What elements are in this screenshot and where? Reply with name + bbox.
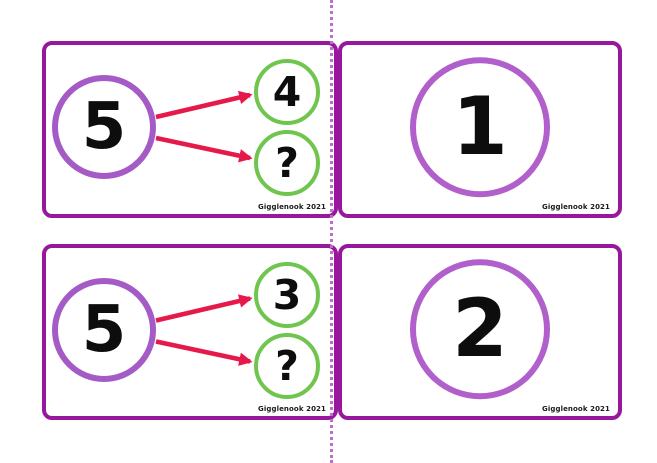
answer-number: 2 xyxy=(452,282,508,376)
attribution-text: Gigglenook 2021 xyxy=(542,405,610,413)
arrow-to-part-bottom xyxy=(155,135,253,163)
arrow-to-part-top xyxy=(155,90,253,120)
whole-number-circle: 5 xyxy=(52,75,156,179)
number-circle: 2 xyxy=(410,259,550,400)
flashcard-answer-2: 2 Gigglenook 2021 xyxy=(338,244,622,420)
whole-number-circle: 5 xyxy=(52,278,156,382)
flashcard-answer-1: 1 Gigglenook 2021 xyxy=(338,41,622,218)
number-circle: 1 xyxy=(410,56,550,197)
attribution-text: Gigglenook 2021 xyxy=(258,405,326,413)
flashcard-bond-5-4: 5 4 ? Gigglenook 2021 xyxy=(42,41,338,218)
arrow-to-part-bottom xyxy=(155,339,253,366)
part-number-circle: 4 xyxy=(254,59,320,125)
attribution-text: Gigglenook 2021 xyxy=(258,203,326,211)
answer-number: 1 xyxy=(452,79,508,173)
part-number: ? xyxy=(275,138,299,187)
cut-line xyxy=(330,0,333,463)
whole-number: 5 xyxy=(81,293,127,367)
part-number-circle: ? xyxy=(254,333,320,399)
flashcard-bond-5-3: 5 3 ? Gigglenook 2021 xyxy=(42,244,338,420)
part-number: 4 xyxy=(272,67,302,116)
part-number: 3 xyxy=(272,270,302,319)
part-number: ? xyxy=(275,341,299,390)
part-number-circle: 3 xyxy=(254,262,320,328)
part-number-circle: ? xyxy=(254,130,320,196)
bond-arrows xyxy=(155,294,253,366)
attribution-text: Gigglenook 2021 xyxy=(542,203,610,211)
bond-arrows xyxy=(155,90,253,163)
arrow-to-part-top xyxy=(155,294,253,323)
whole-number: 5 xyxy=(81,90,127,164)
